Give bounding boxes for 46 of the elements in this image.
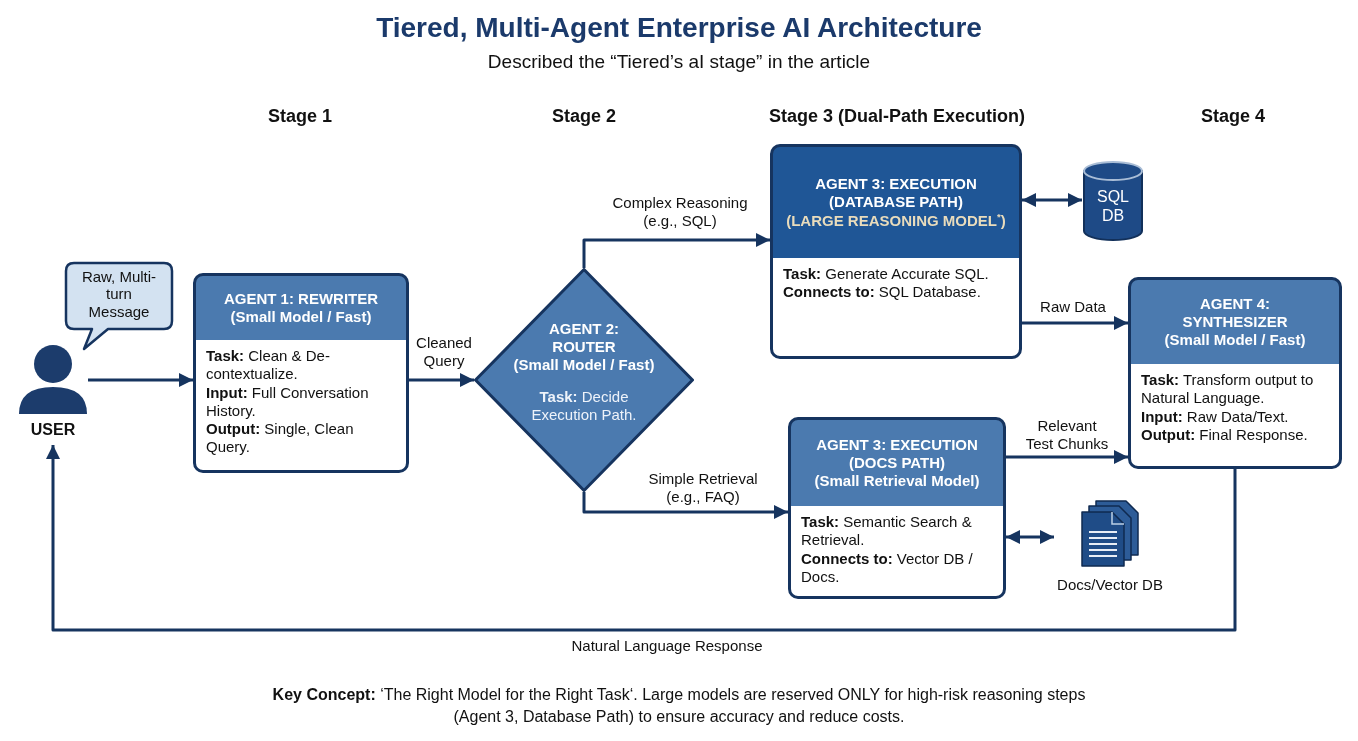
arrow [1006, 530, 1054, 544]
detail-text: Task: Decide Execution Path. [530, 388, 638, 424]
edge-label: Natural Language Response [569, 637, 765, 655]
arrow [1022, 316, 1128, 330]
agent-box [193, 273, 409, 473]
detail-text: Task: Transform output to Natural Language. [1141, 371, 1315, 408]
model-label: (Small Retrieval Model) [814, 472, 980, 491]
stage-label: Stage 4 [1201, 106, 1265, 127]
model-label: (LARGE REASONING MODEL$^{*}$) [786, 211, 1006, 230]
detail-text: Output: Final Response. [1141, 425, 1309, 445]
arrow [409, 373, 474, 387]
model-label: (Small Model / Fast) [513, 356, 655, 374]
detail-text: Input: Full Conversation History. [206, 383, 370, 421]
stage-label: Stage 1 [268, 106, 332, 127]
detail-text: Output: Single, Clean Query. [206, 420, 355, 457]
stage-label: Stage 3 (Dual-Path Execution) [769, 106, 1025, 127]
arrow [582, 233, 770, 268]
subtitle: Described the “Tiered’s aI stage” in the article [487, 51, 871, 73]
key-concept-note: Key Concept: ‘The Right Model for the Right Task‘. Large models are reserved ONLY for high-risk reasoning steps (Agent 3, Database Path) to ensure accuracy and reduce costs. [271, 685, 1087, 728]
arrow [1006, 450, 1128, 464]
agent-title: AGENT 2: ROUTER [548, 320, 620, 356]
detail-text: Connects to: Vector DB / Docs. [801, 549, 974, 587]
agent-title: AGENT 3: EXECUTION (DOCS PATH) [815, 435, 979, 473]
stage-label: Stage 2 [552, 106, 616, 127]
model-label: (Small Model / Fast) [1164, 331, 1306, 350]
agent-box [1128, 277, 1342, 469]
detail-text: Connects to: SQL Database. [783, 283, 982, 302]
model-label: (Small Model / Fast) [230, 308, 372, 327]
agent-box [770, 144, 1022, 359]
detail-text: Task: Semantic Search & Retrieval. [801, 513, 973, 550]
detail-text: Task: Clean & De-contextualize. [206, 347, 331, 384]
user-label: USER [29, 421, 77, 439]
agent-title: AGENT 3: EXECUTION (DATABASE PATH) [814, 175, 978, 212]
arrow [1022, 193, 1082, 207]
detail-text: Task: Generate Accurate SQL. [783, 265, 990, 284]
agent-title: AGENT 4: SYNTHESIZER [1181, 294, 1289, 332]
diagram-title: Tiered, Multi-Agent Enterprise AI Architecture [376, 12, 982, 44]
arrow [88, 373, 193, 387]
arrow [46, 445, 1237, 632]
arrow [582, 492, 788, 519]
detail-text: Input: Raw Data/Text. [1141, 407, 1290, 426]
database-label: SQL DB [1096, 187, 1130, 226]
bubble-text: Raw, Multi-turn Message [80, 268, 158, 320]
agent-title: AGENT 1: REWRITER [223, 289, 379, 308]
database-label: Docs/Vector DB [1056, 576, 1164, 594]
agent-box [788, 417, 1006, 599]
